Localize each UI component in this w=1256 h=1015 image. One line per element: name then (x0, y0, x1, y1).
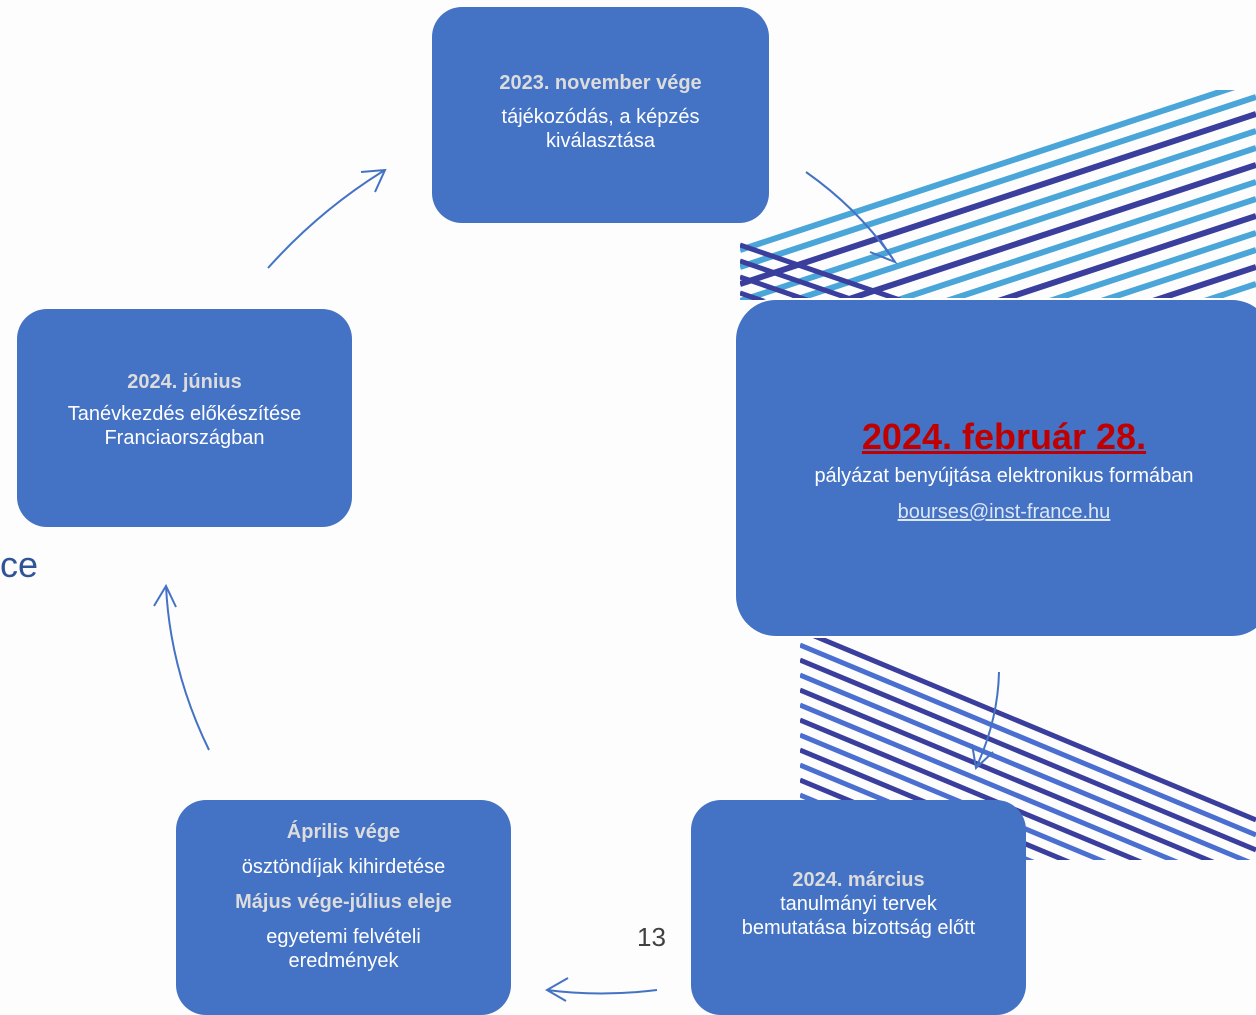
stripe-line (740, 111, 1256, 287)
stripe-line (740, 274, 901, 300)
stripe-line (740, 242, 901, 300)
stripe-line (740, 196, 1256, 300)
step-box-june: 2024. június Tanévkezdés előkészítése Fr… (17, 309, 352, 527)
step-text: kiválasztása (546, 130, 655, 152)
step-date: 2023. november vége (499, 72, 702, 94)
stripe-line (740, 90, 1256, 253)
partial-text: ce (0, 544, 39, 585)
step-date-secondary: Május vége-július eleje (235, 891, 452, 913)
stripe-line (800, 636, 1256, 823)
stripe-line (740, 162, 1256, 300)
arrow-jun-to-nov (267, 168, 387, 269)
stripe-line (800, 687, 1256, 860)
stripe-line (740, 179, 1256, 300)
step-text: tájékozódás, a képzés (501, 106, 700, 128)
stripe-line (740, 247, 1256, 300)
step-box-february: 2024. február 28. pályázat benyújtása el… (734, 298, 1256, 638)
stripe-line (800, 747, 1256, 860)
stripe-line (800, 717, 1256, 860)
step-box-march: 2024. március tanulmányi tervek bemutatá… (691, 800, 1026, 1015)
step-text: eredmények (288, 950, 399, 972)
arrow-apr-to-jun (153, 583, 210, 751)
step-date: 2024. március (792, 869, 925, 891)
deadline-date: 2024. február 28. (861, 416, 1147, 457)
arrow-nov-to-feb (805, 171, 898, 265)
step-text: pályázat benyújtása elektronikus formába… (814, 465, 1194, 487)
step-text: Tanévkezdés előkészítése (67, 403, 302, 425)
step-date: Április vége (286, 821, 401, 843)
step-text: tanulmányi tervek (780, 893, 937, 915)
email-link[interactable]: bourses@inst-france.hu (897, 501, 1111, 523)
stripe-line (800, 672, 1256, 860)
step-text: ösztöndíjak kihirdetése (241, 856, 446, 878)
step-text: bemutatása bizottság előtt (741, 917, 976, 939)
stripe-line (800, 732, 1256, 860)
stripe-line (800, 702, 1256, 860)
step-text: Franciaországban (104, 427, 265, 449)
step-date: 2024. június (127, 371, 242, 393)
stripe-line (740, 94, 1256, 270)
arrow-feb-to-mar (971, 671, 1000, 771)
page-number: 13 (637, 922, 666, 952)
step-text: egyetemi felvételi (266, 926, 421, 948)
stripe-line (740, 213, 1256, 300)
stripe-line (740, 258, 901, 300)
step-box-april: Április vége ösztöndíjak kihirdetése Máj… (176, 800, 511, 1015)
stripe-line (740, 230, 1256, 300)
stripe-line (740, 264, 1256, 300)
stripe-line (800, 642, 1256, 838)
stripe-line (800, 762, 1256, 860)
stripe-line (800, 657, 1256, 853)
step-box-november: 2023. november vége tájékozódás, a képzé… (432, 7, 769, 223)
arrow-mar-to-apr (544, 977, 658, 1002)
